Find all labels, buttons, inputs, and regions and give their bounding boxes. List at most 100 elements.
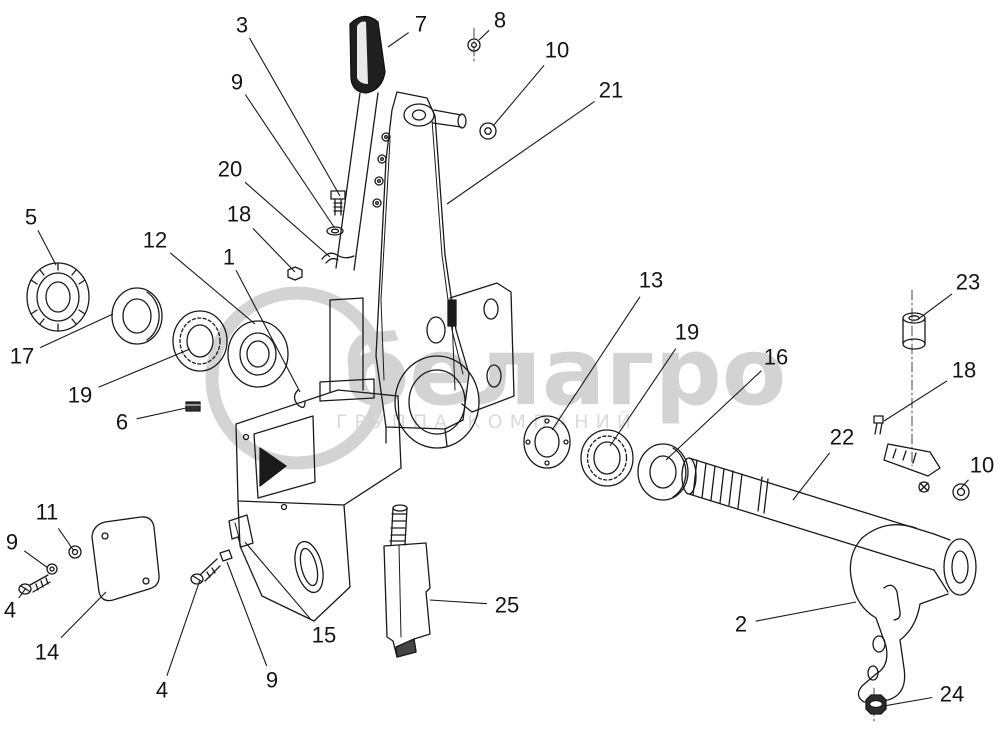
callout-19: 19 xyxy=(68,348,191,408)
part-nut-6 xyxy=(185,401,201,412)
callout-number: 14 xyxy=(35,640,59,665)
callout-leader-line xyxy=(136,407,187,420)
callout-23: 23 xyxy=(916,270,980,321)
callout-number: 12 xyxy=(143,228,167,253)
callout-21: 21 xyxy=(446,78,623,205)
callout-10: 10 xyxy=(960,453,994,489)
callout-number: 13 xyxy=(639,268,663,293)
callout-number: 10 xyxy=(970,453,994,478)
callout-leader-line xyxy=(792,452,831,501)
callout-number: 4 xyxy=(4,598,16,623)
part-spacer-23 xyxy=(902,312,926,350)
callout-9: 9 xyxy=(231,70,335,228)
callout-number: 16 xyxy=(764,345,788,370)
callout-16: 16 xyxy=(665,345,788,461)
callout-18: 18 xyxy=(883,358,976,422)
part-washer-10-right xyxy=(952,483,970,501)
callout-number: 7 xyxy=(415,12,427,37)
callout-11: 11 xyxy=(36,500,75,552)
part-nut-24 xyxy=(865,694,887,715)
part-bearing-19-right xyxy=(580,429,634,487)
part-bracket-2 xyxy=(849,524,977,703)
callout-leader-line xyxy=(960,479,969,489)
callout-leader-line xyxy=(387,32,410,48)
callout-number: 2 xyxy=(735,612,747,637)
callout-number: 3 xyxy=(236,13,248,38)
callout-number: 5 xyxy=(25,205,37,230)
part-clip-15 xyxy=(228,514,254,548)
callout-18: 18 xyxy=(227,202,296,273)
part-handle-knob xyxy=(335,15,386,271)
callout-22: 22 xyxy=(792,425,854,501)
callout-leader-line xyxy=(446,100,595,205)
part-screw-4-bottom xyxy=(190,558,221,585)
watermark-subtext: ГРУППА КОМПАНИЙ xyxy=(336,410,638,433)
callout-8: 8 xyxy=(478,8,506,41)
callout-24: 24 xyxy=(883,682,964,707)
callout-14: 14 xyxy=(35,591,107,665)
part-ring-12-1 xyxy=(227,320,289,388)
callout-leader-line xyxy=(249,37,341,197)
callout-2: 2 xyxy=(735,601,857,637)
callout-number: 15 xyxy=(312,623,336,648)
callout-leader-line xyxy=(60,591,107,639)
callout-leader-line xyxy=(57,528,75,552)
callout-leader-line xyxy=(429,599,488,605)
callout-leader-line xyxy=(916,293,953,321)
part-pin-9-bottom xyxy=(219,549,233,562)
part-bearing-19-left xyxy=(172,310,228,372)
callout-19: 19 xyxy=(609,320,699,447)
callout-17: 17 xyxy=(10,313,114,369)
callout-1: 1 xyxy=(223,245,301,393)
callout-9: 9 xyxy=(6,530,49,569)
part-knurled-nut-5 xyxy=(26,262,90,332)
callout-number: 17 xyxy=(10,344,34,369)
part-lever-pin xyxy=(883,443,941,493)
callout-number: 18 xyxy=(952,358,976,383)
callout-9: 9 xyxy=(226,561,278,693)
callout-leader-line xyxy=(609,348,677,447)
callout-leader-line xyxy=(665,370,762,461)
callout-leader-line xyxy=(755,601,857,622)
callout-number: 4 xyxy=(156,678,168,703)
callout-leader-line xyxy=(244,94,335,228)
callout-leader-line xyxy=(166,579,201,676)
callout-number: 6 xyxy=(116,410,128,435)
callout-leader-line xyxy=(37,230,57,266)
part-side-strap xyxy=(449,282,515,413)
part-bolt-18-right xyxy=(873,415,884,435)
exploded-view-drawing xyxy=(18,15,977,725)
callout-15: 15 xyxy=(244,541,336,648)
watermark-text: белагро xyxy=(344,318,787,427)
part-washer-small xyxy=(46,563,58,575)
callout-leader-line xyxy=(226,561,268,667)
watermark: белагро ГРУППА КОМПАНИЙ xyxy=(205,286,787,470)
callout-number: 9 xyxy=(231,70,243,95)
callout-number: 10 xyxy=(545,38,569,63)
part-cover-14 xyxy=(91,516,160,602)
callout-leader-line xyxy=(98,348,191,388)
callout-leader-line xyxy=(235,270,301,393)
callout-3: 3 xyxy=(236,13,341,197)
callout-number: 24 xyxy=(940,682,964,707)
callout-leader-line xyxy=(18,587,27,599)
callout-number: 1 xyxy=(223,245,235,270)
callout-13: 13 xyxy=(551,268,663,431)
callout-number: 9 xyxy=(266,668,278,693)
callout-number: 22 xyxy=(830,425,854,450)
callout-20: 20 xyxy=(218,157,331,258)
part-housing xyxy=(235,297,480,622)
callout-leader-line xyxy=(23,550,49,569)
callout-leader-line xyxy=(39,313,114,349)
callout-leader-line xyxy=(883,380,948,422)
watermark-logo-circle xyxy=(205,286,389,470)
callout-leader-line xyxy=(169,252,256,325)
callout-number: 9 xyxy=(6,530,18,555)
callout-number: 11 xyxy=(36,500,59,525)
callout-number: 21 xyxy=(599,78,623,103)
callout-number: 18 xyxy=(227,202,251,227)
part-shaft-22 xyxy=(681,457,935,571)
